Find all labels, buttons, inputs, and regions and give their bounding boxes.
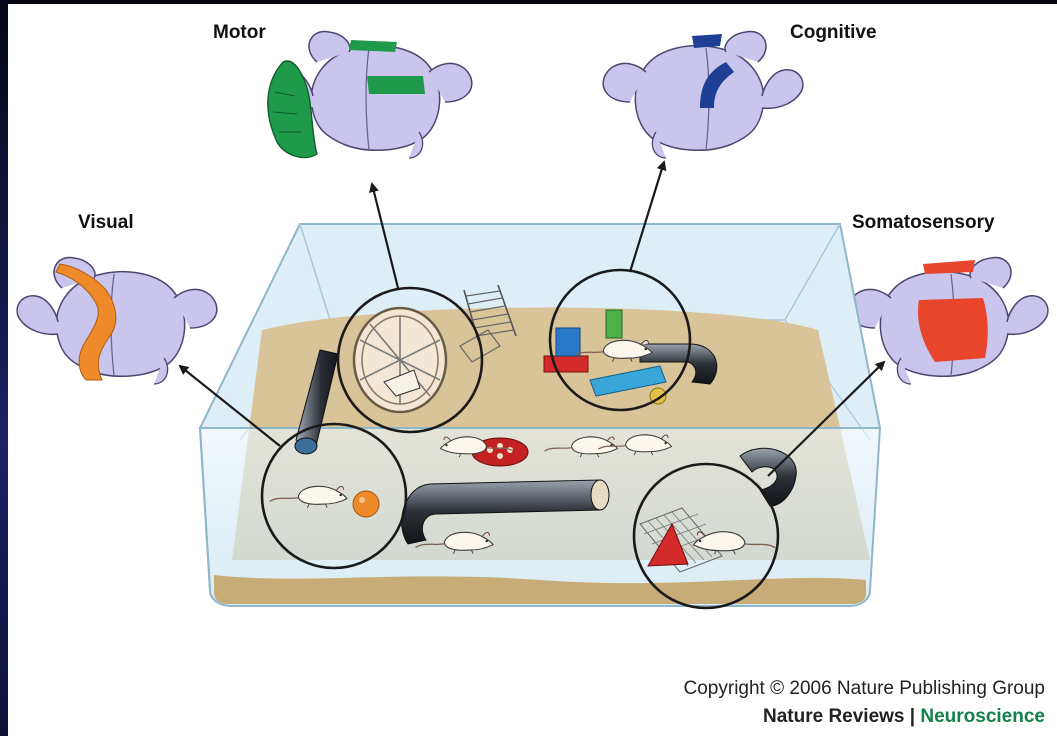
ball-icon <box>353 491 379 517</box>
label-cognitive: Cognitive <box>790 22 877 44</box>
running-wheel-icon <box>354 308 446 412</box>
copyright-line: Copyright © 2006 Nature Publishing Group <box>684 678 1045 700</box>
brain-visual-icon <box>17 257 217 384</box>
brain-cognitive-icon <box>603 31 803 158</box>
journal-name: Nature Reviews <box>763 706 905 727</box>
journal-separator: | <box>905 706 921 727</box>
journal-section: Neuroscience <box>920 706 1045 727</box>
label-visual: Visual <box>78 212 134 234</box>
brain-somatosensory-icon <box>848 257 1048 384</box>
journal-line: Nature Reviews | Neuroscience <box>763 706 1045 728</box>
label-somatosensory: Somatosensory <box>852 212 995 234</box>
brain-motor-icon <box>268 31 472 158</box>
label-motor: Motor <box>213 22 266 44</box>
